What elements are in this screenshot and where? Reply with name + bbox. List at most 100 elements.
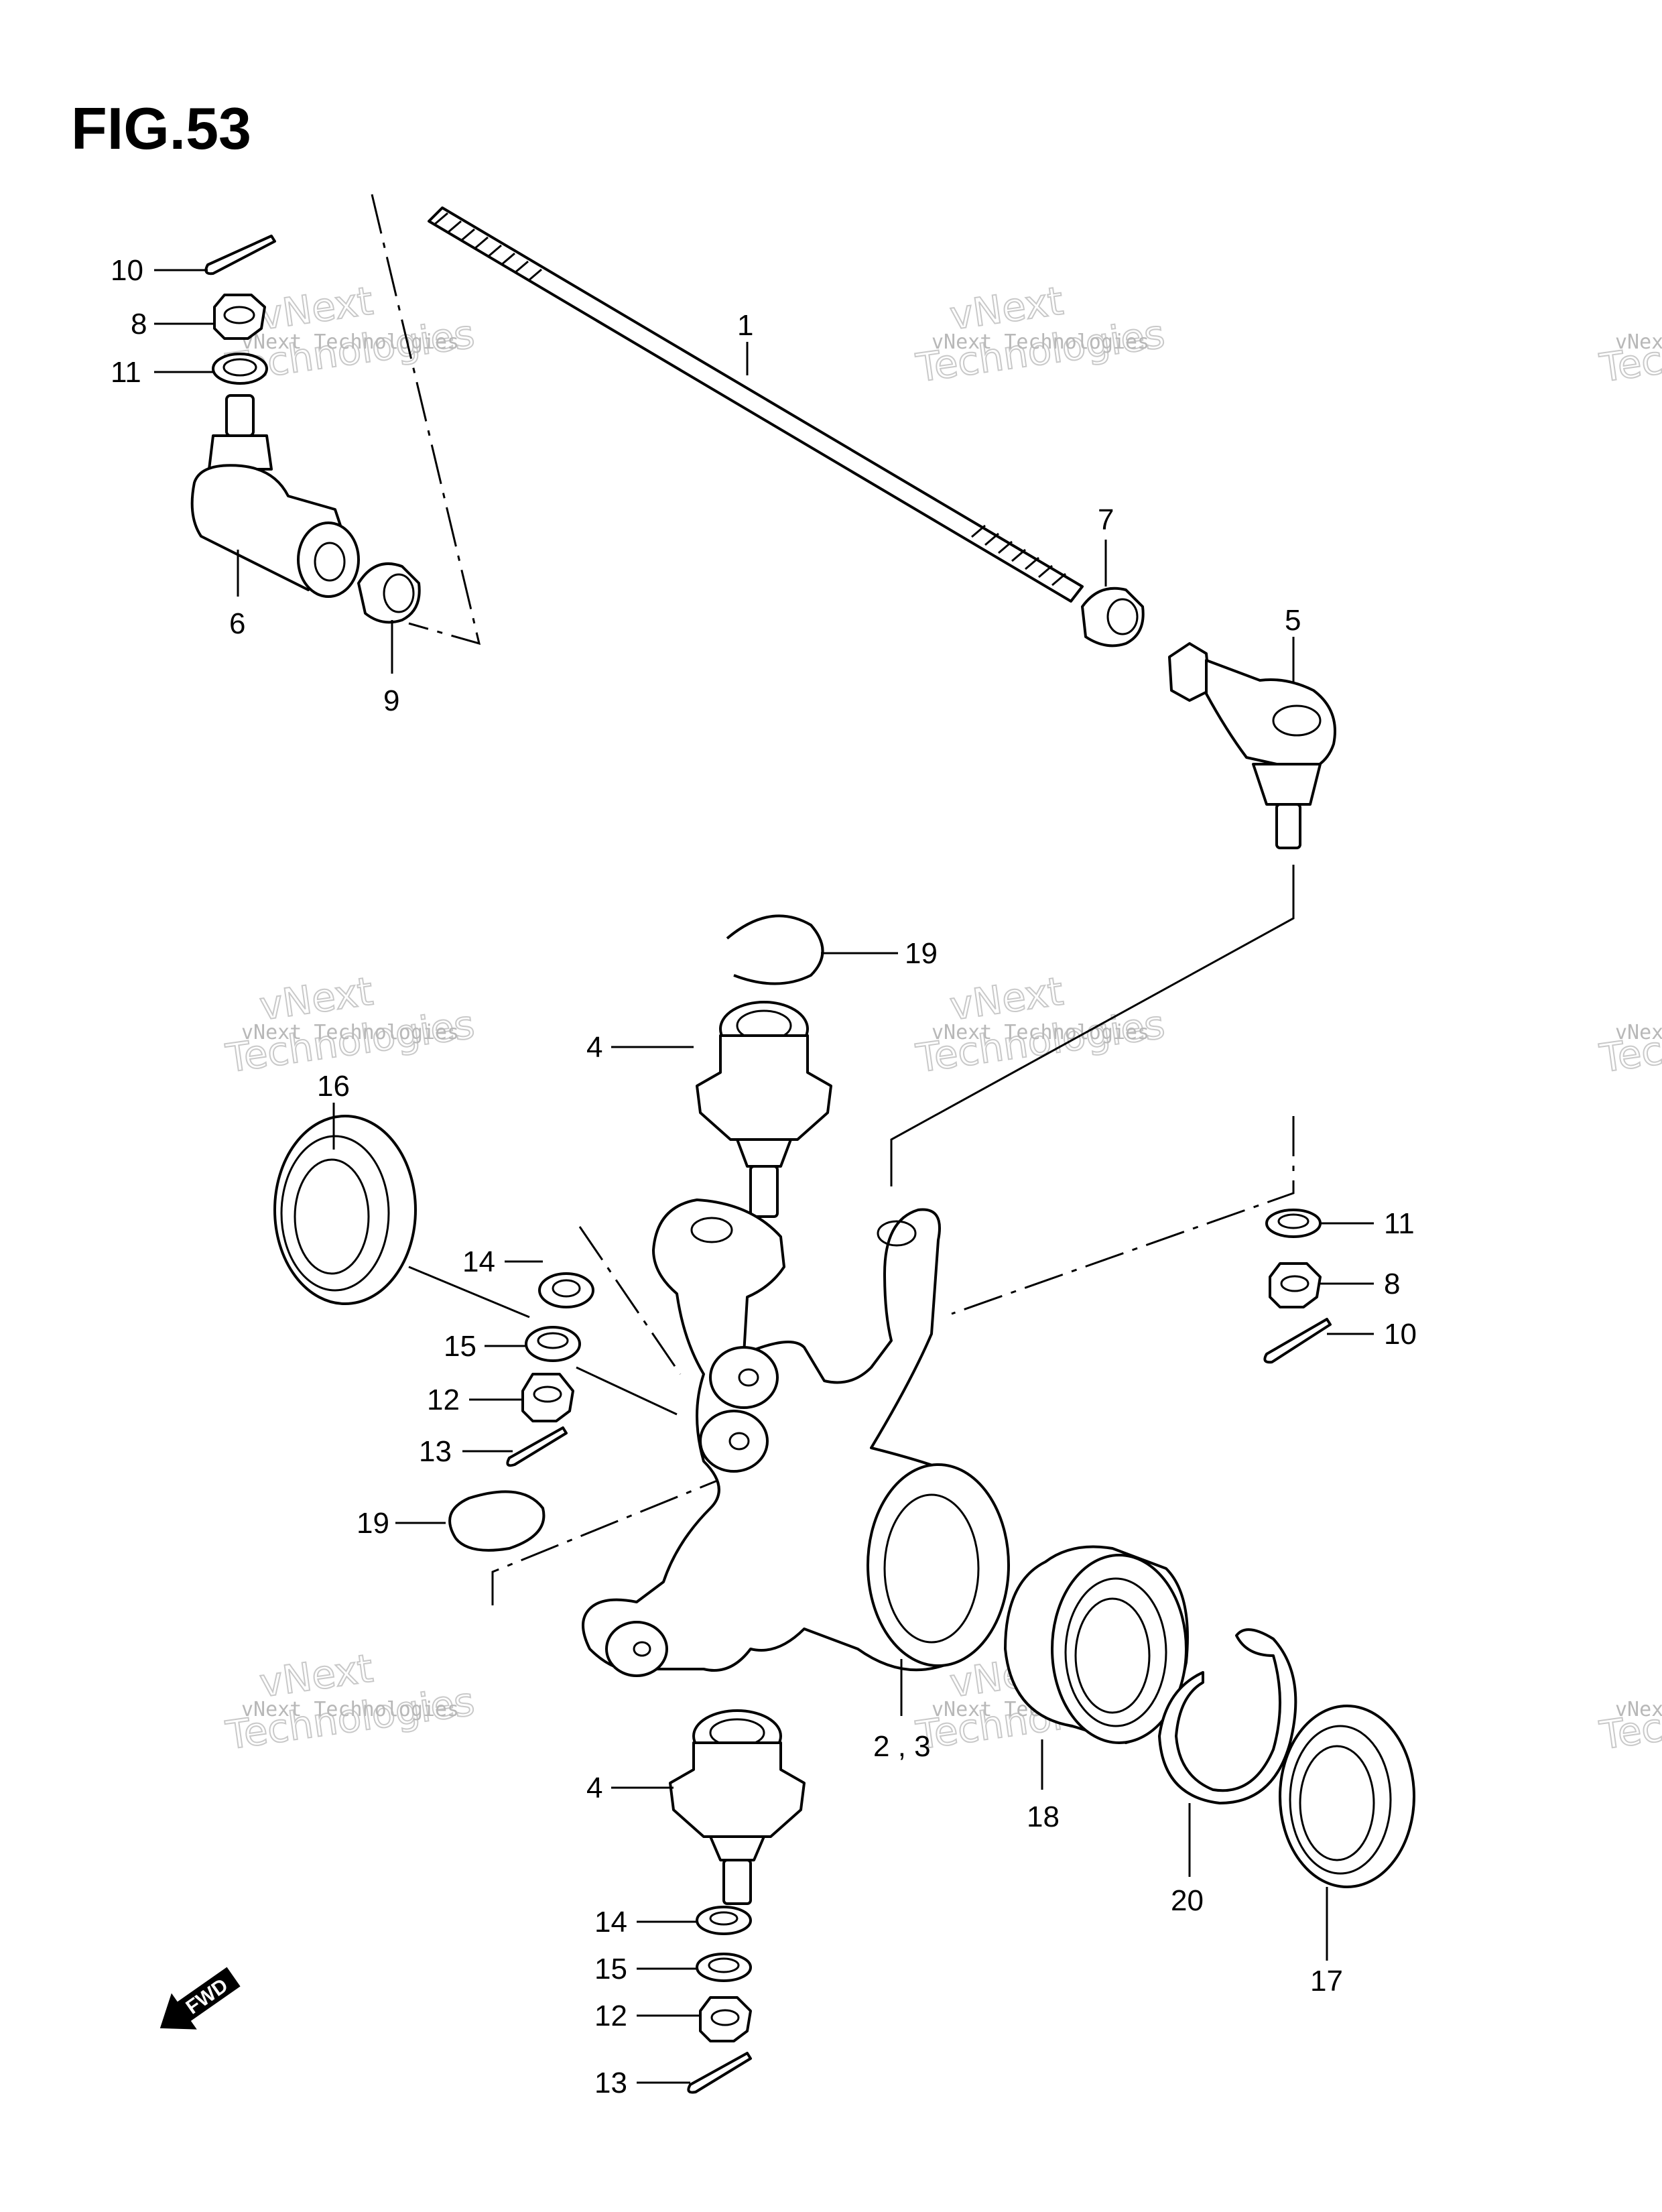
bearing-bore bbox=[1074, 1597, 1151, 1714]
tie-rod-end-right-boot bbox=[1252, 763, 1322, 806]
tie-rod-end-right-body bbox=[1205, 659, 1336, 772]
cotter-pin-shape bbox=[506, 1426, 568, 1467]
callout-16: 16 bbox=[317, 1070, 350, 1103]
watermark-small: vNext Technologies bbox=[1615, 330, 1662, 354]
watermark: vNext Technologies vNext Technologies bbox=[913, 277, 1168, 391]
assembly-line-right-hardware bbox=[951, 1116, 1295, 1315]
castle-nut-shape bbox=[213, 294, 266, 340]
callout-6: 6 bbox=[229, 607, 245, 640]
watermark-small: vNext Technologies bbox=[932, 1021, 1149, 1044]
lock-washer-part-15-left bbox=[525, 1326, 581, 1362]
callout-4-upper: 4 bbox=[586, 1031, 602, 1064]
watermark-small: vNext Technologies bbox=[1615, 1698, 1662, 1721]
tie-rod-end-boot bbox=[208, 434, 273, 471]
watermark: Technologies vNext Technologies bbox=[1596, 1001, 1662, 1082]
callout-leaders bbox=[154, 269, 1374, 2084]
watermark-small: vNext Technologies bbox=[241, 330, 459, 354]
ball-joint-lower-stud bbox=[722, 1859, 752, 1905]
castle-nut-hole bbox=[533, 1386, 562, 1403]
oil-seal-part-16 bbox=[273, 1115, 417, 1305]
oil-seal-left-rim bbox=[280, 1135, 390, 1292]
jam-nut-right-body bbox=[1081, 587, 1145, 648]
callout-11-right: 11 bbox=[1384, 1207, 1415, 1240]
knuckle-lower-arm-hole bbox=[633, 1641, 651, 1657]
callout-8-top: 8 bbox=[131, 308, 147, 341]
washer-outer bbox=[525, 1326, 581, 1362]
washer-outer bbox=[696, 1953, 752, 1982]
washer-outer bbox=[538, 1272, 594, 1308]
castle-nut-shape bbox=[699, 1996, 752, 2042]
washer-part-14-left bbox=[538, 1272, 594, 1308]
figure-title: FIG.53 bbox=[71, 95, 251, 162]
circlip-left-shape bbox=[448, 1490, 546, 1552]
callout-13-left: 13 bbox=[419, 1435, 452, 1468]
assembly-lines bbox=[371, 194, 1295, 1605]
watermark: vNext Technologies vNext Technologies bbox=[222, 1644, 478, 1759]
callout-5: 5 bbox=[1285, 604, 1301, 637]
washer-part-11-top bbox=[212, 353, 268, 385]
knuckle-hub-bore-inner bbox=[883, 1493, 980, 1644]
ball-joint-lower-body bbox=[669, 1741, 806, 1838]
assembly-line-clip-19 bbox=[491, 1477, 724, 1605]
watermark-small: vNext Technologies bbox=[1615, 1021, 1662, 1044]
callout-labels: 1 2 , 3 4 4 5 6 7 8 8 9 10 10 11 11 12 1… bbox=[111, 254, 1417, 2099]
callout-4-lower: 4 bbox=[586, 1772, 602, 1804]
oil-seal-right-outer bbox=[1279, 1705, 1415, 1888]
tie-rod-end-socket bbox=[297, 521, 360, 598]
assembly-line-seal-16 bbox=[408, 1266, 530, 1318]
washer-inner bbox=[552, 1279, 581, 1298]
ball-joint-upper-body bbox=[696, 1034, 832, 1141]
knuckle-lower-boss bbox=[699, 1410, 769, 1473]
circlip-part-19-top bbox=[726, 914, 824, 985]
callout-14-lower: 14 bbox=[594, 1906, 627, 1939]
jam-nut-left-hole bbox=[383, 573, 415, 613]
castle-nut-part-12-lower bbox=[699, 1996, 752, 2042]
assembly-line-15 bbox=[576, 1366, 678, 1416]
ball-joint-lower-neck bbox=[709, 1835, 765, 1861]
tie-rod-end-right-nut bbox=[1168, 642, 1211, 702]
callout-20: 20 bbox=[1171, 1884, 1204, 1917]
callout-12-left: 12 bbox=[427, 1384, 460, 1416]
ball-joint-upper-stud bbox=[749, 1165, 779, 1218]
tie-rod-end-right-stud bbox=[1275, 803, 1301, 849]
tie-rod-end-right-eye bbox=[1272, 704, 1322, 737]
callout-2-3: 2 , 3 bbox=[873, 1730, 931, 1763]
oil-seal-left-inner bbox=[294, 1158, 370, 1275]
washer-part-14-lower bbox=[696, 1906, 752, 1935]
knuckle-upper-boss-hole bbox=[738, 1368, 759, 1387]
callout-17: 17 bbox=[1310, 1965, 1343, 1998]
oil-seal-part-17 bbox=[1279, 1705, 1415, 1888]
washer-inner bbox=[222, 358, 257, 377]
knuckle-tie-rod-bore bbox=[877, 1220, 917, 1247]
watermark: vNext Technologies vNext Technologies bbox=[222, 967, 478, 1082]
cotter-pin-shape bbox=[204, 235, 276, 275]
ball-joint-upper-neck bbox=[736, 1138, 792, 1168]
washer-inner bbox=[709, 1911, 739, 1926]
tie-rod-part-1 bbox=[428, 206, 1084, 603]
callout-7: 7 bbox=[1098, 503, 1114, 536]
callout-13-lower: 13 bbox=[594, 2067, 627, 2099]
callout-19-left: 19 bbox=[357, 1507, 389, 1540]
knuckle-upper-boss bbox=[709, 1346, 779, 1409]
fwd-arrow: FWD bbox=[159, 1967, 241, 2030]
wheel-bearing-part-18 bbox=[1004, 1545, 1189, 1744]
watermark-small: vNext Technologies bbox=[932, 330, 1149, 354]
assembly-line-14 bbox=[578, 1226, 682, 1375]
callout-19-top: 19 bbox=[905, 937, 938, 970]
tie-rod-end-part-6 bbox=[190, 394, 360, 598]
steering-knuckle-part-2-3 bbox=[582, 1199, 1010, 1677]
washer-outer bbox=[696, 1906, 752, 1935]
watermark-small: vNext Technologies bbox=[241, 1698, 459, 1721]
castle-nut-shape bbox=[521, 1373, 574, 1422]
assembly-line-tie-rod-end bbox=[371, 194, 481, 646]
knuckle-upper-bore bbox=[690, 1217, 733, 1243]
oil-seal-right-rim bbox=[1289, 1725, 1392, 1875]
tie-rod-end-stud bbox=[225, 394, 255, 437]
castle-nut-hole bbox=[1280, 1275, 1309, 1292]
callout-8-right: 8 bbox=[1384, 1268, 1400, 1300]
cotter-pin-part-13-lower bbox=[687, 2052, 752, 2094]
snap-ring-shape bbox=[1158, 1628, 1297, 1804]
callout-12-lower: 12 bbox=[594, 2000, 627, 2032]
circlip-top-shape bbox=[726, 914, 824, 985]
